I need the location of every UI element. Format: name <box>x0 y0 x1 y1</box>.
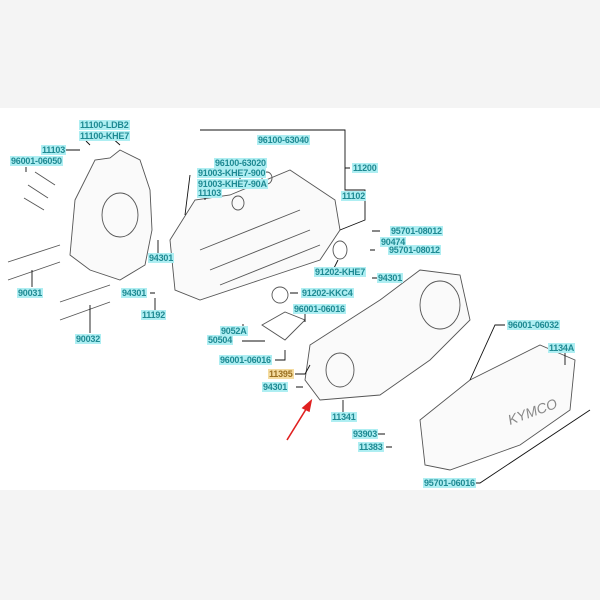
part-label[interactable]: 91003-KHE7-900 <box>197 168 267 178</box>
part-label[interactable]: 11200 <box>352 163 378 173</box>
part-label[interactable]: 11100-KHE7 <box>79 131 131 141</box>
part-label[interactable]: 50504 <box>207 335 234 345</box>
part-label[interactable]: 90031 <box>17 288 44 298</box>
part-label[interactable]: 96001-06016 <box>293 304 346 314</box>
part-label[interactable]: 91003-KHE7-90A <box>197 179 268 189</box>
outer-cover <box>419 344 576 471</box>
parts-diagram: KYMCO <box>0 108 600 490</box>
part-label[interactable]: 96100-63040 <box>257 135 310 145</box>
crankcase-cover <box>304 269 471 401</box>
part-label[interactable]: 91202-KKC4 <box>301 288 354 298</box>
part-label[interactable]: 11341 <box>331 412 357 422</box>
part-label[interactable]: 11103 <box>41 145 67 155</box>
part-label[interactable]: 1134A <box>548 343 576 353</box>
part-label[interactable]: 94301 <box>121 288 148 298</box>
part-label[interactable]: 11383 <box>358 442 384 452</box>
part-label[interactable]: 95701-06016 <box>423 478 476 488</box>
part-label[interactable]: 11102 <box>341 191 367 201</box>
part-label[interactable]: 94301 <box>377 273 404 283</box>
part-label[interactable]: 96100-63020 <box>214 158 267 168</box>
right-crankcase <box>169 169 341 301</box>
part-label[interactable]: 95701-08012 <box>390 226 443 236</box>
part-label[interactable]: 91202-KHE7 <box>314 267 367 277</box>
part-label[interactable]: 11100-LDB2 <box>79 120 130 130</box>
part-label[interactable]: 90474 <box>380 237 407 247</box>
part-label[interactable]: 95701-08012 <box>388 245 441 255</box>
part-label[interactable]: 96001-06050 <box>10 156 63 166</box>
part-label[interactable]: 94301 <box>148 253 175 263</box>
part-label[interactable]: 94301 <box>262 382 289 392</box>
part-label-selected[interactable]: 11395 <box>268 369 294 379</box>
diagram-drawing: KYMCO <box>7 129 591 484</box>
part-label[interactable]: 93903 <box>352 429 379 439</box>
part-label[interactable]: 96001-06032 <box>507 320 560 330</box>
part-label[interactable]: 11103 <box>197 188 223 198</box>
pointer-arrow <box>286 398 313 441</box>
part-label[interactable]: 90032 <box>75 334 102 344</box>
part-label[interactable]: 96001-06016 <box>219 355 272 365</box>
part-label[interactable]: 9052A <box>220 326 248 336</box>
left-crankcase <box>69 149 153 281</box>
part-label[interactable]: 11192 <box>141 310 167 320</box>
